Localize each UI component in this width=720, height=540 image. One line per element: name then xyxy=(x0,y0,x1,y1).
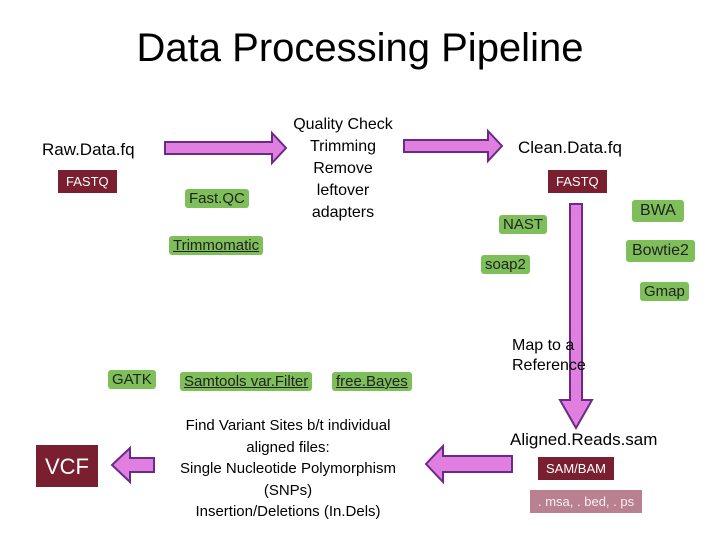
arrow-raw-to-qc xyxy=(164,130,288,166)
qc-step: adapters xyxy=(311,204,375,221)
aligned-format-badge: SAM/BAM xyxy=(538,457,614,480)
tool-samtools: Samtools var.Filter xyxy=(180,372,313,391)
variant-line: aligned files: xyxy=(246,438,330,456)
arrow-qc-to-clean xyxy=(403,128,504,164)
qc-steps: Quality Check Trimming Remove leftover a… xyxy=(283,114,403,224)
clean-format-badge: FASTQ xyxy=(548,170,607,193)
variant-line: Single Nucleotide Polymorphism xyxy=(180,460,396,477)
tool-gmap: Gmap xyxy=(640,282,689,301)
tool-gatk: GATK xyxy=(108,370,156,389)
tool-trimmomatic: Trimmomatic xyxy=(169,236,264,255)
vcf-output-box: VCF xyxy=(36,445,98,487)
variant-line: Insertion/Deletions (In.Dels) xyxy=(195,503,381,520)
qc-step: Remove xyxy=(313,160,373,177)
variant-line: (SNPs) xyxy=(263,481,313,499)
tool-fastqc: Fast.QC xyxy=(185,189,249,208)
aligned-file-label: Aligned.Reads.sam xyxy=(510,430,658,449)
map-step-label: Map to a Reference xyxy=(512,336,586,376)
tool-soap2: soap2 xyxy=(481,255,530,274)
arrow-clean-to-aligned xyxy=(558,203,594,431)
variant-description: Find Variant Sites b/t individual aligne… xyxy=(152,415,424,523)
raw-format-badge: FASTQ xyxy=(58,170,117,193)
tool-nast: NAST xyxy=(499,215,548,234)
clean-file-label: Clean.Data.fq xyxy=(518,138,622,157)
tool-bwa: BWA xyxy=(632,200,684,222)
tool-freebayes: free.Bayes xyxy=(332,372,412,391)
map-step-line: Reference xyxy=(512,357,586,374)
map-step-line: Map to a xyxy=(512,337,575,354)
tool-bowtie2: Bowtie2 xyxy=(626,240,695,262)
raw-file-label: Raw.Data.fq xyxy=(42,140,135,159)
aligned-other-formats: . msa, . bed, . ps xyxy=(530,490,643,513)
qc-step: Quality Check xyxy=(293,116,393,133)
page-title: Data Processing Pipeline xyxy=(136,26,584,70)
qc-step: Trimming xyxy=(309,138,377,155)
arrow-aligned-to-variant xyxy=(424,443,513,485)
variant-line: Find Variant Sites b/t individual xyxy=(185,417,391,434)
qc-step: leftover xyxy=(316,182,370,199)
arrow-variant-to-vcf xyxy=(110,445,155,485)
